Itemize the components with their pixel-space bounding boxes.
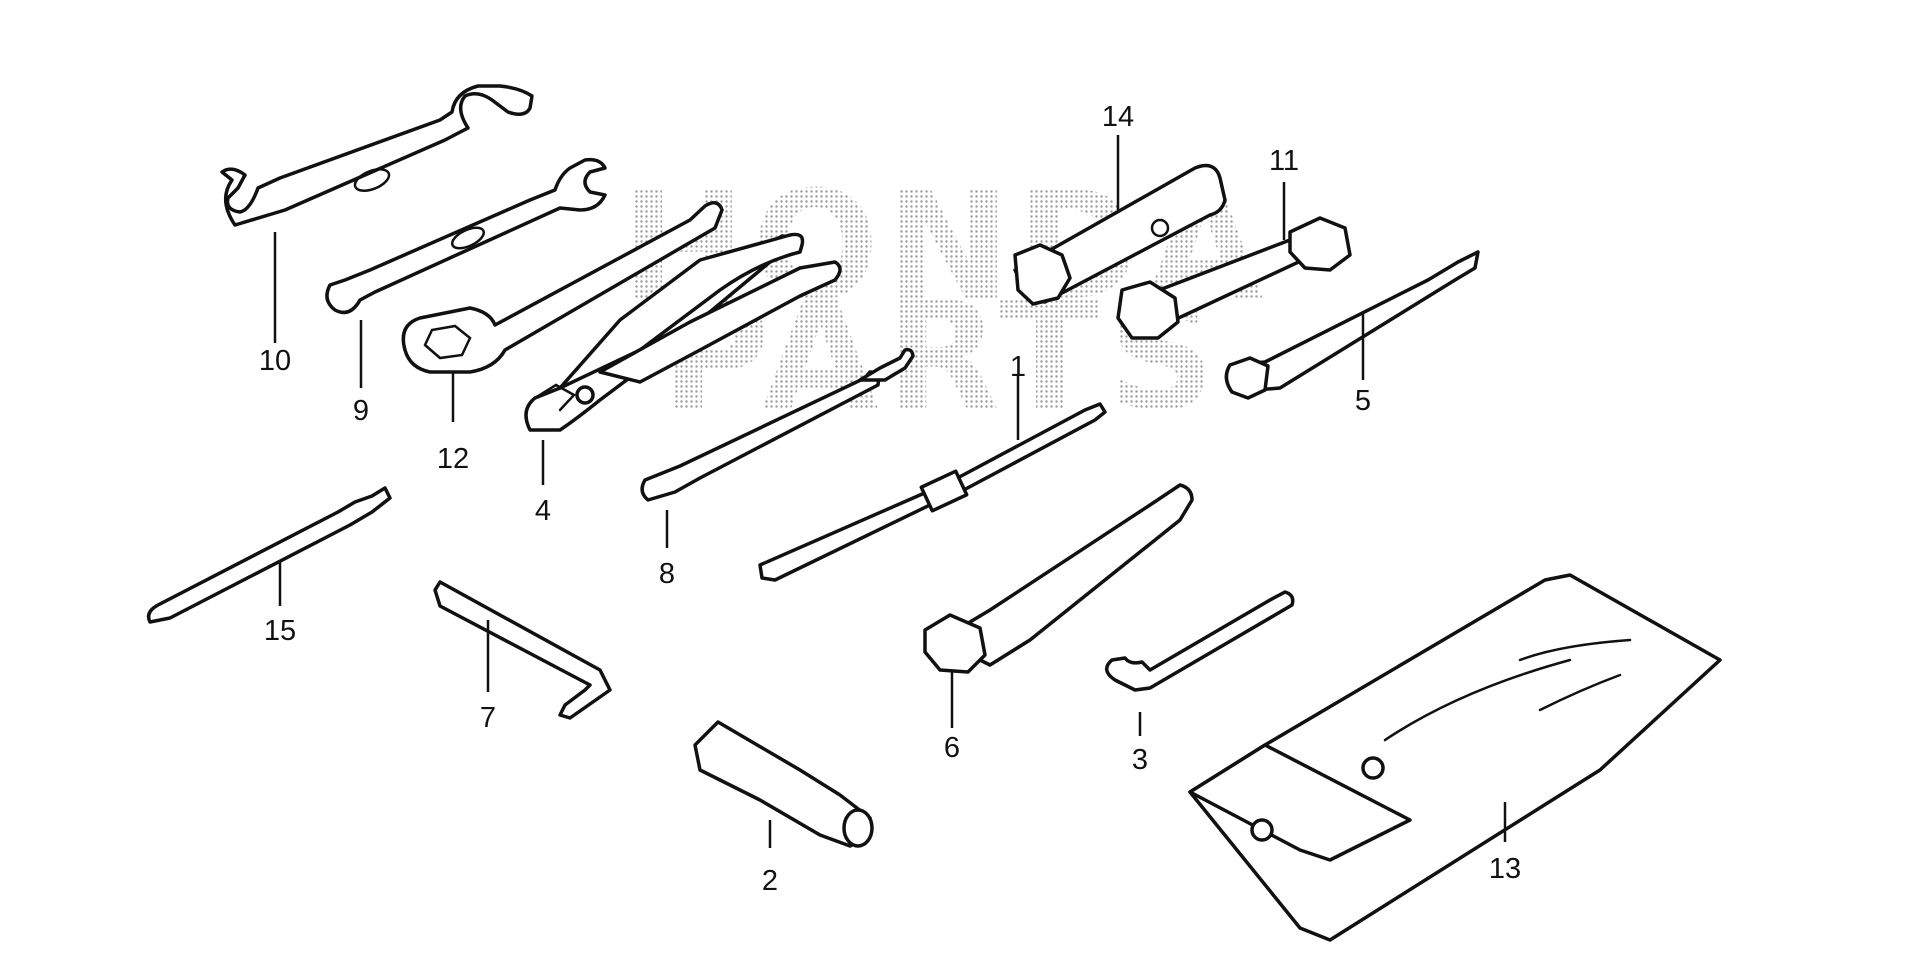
part-11-socket-wrench [1116, 216, 1352, 340]
callout-14: 14 [1102, 101, 1134, 133]
callout-15: 15 [264, 615, 296, 647]
part-9-wrench-small [325, 157, 607, 315]
part-7-hex-key [433, 580, 612, 720]
leader-lines [273, 135, 1507, 848]
part-12-box-wrench [401, 201, 724, 374]
callout-5: 5 [1355, 385, 1371, 417]
part-8-screwdriver [640, 347, 915, 502]
callout-12: 12 [437, 443, 469, 475]
part-3-small-wrench [1105, 590, 1295, 692]
part-14-plug-wrench [1013, 163, 1227, 306]
callout-labels: 1 2 3 4 5 6 7 8 9 10 11 12 13 14 15 [259, 101, 1521, 897]
callout-2: 2 [762, 865, 778, 897]
callout-11: 11 [1269, 145, 1299, 177]
callout-10: 10 [259, 345, 291, 377]
callout-8: 8 [659, 558, 675, 590]
callout-4: 4 [535, 495, 551, 527]
part-4-pliers [524, 232, 842, 432]
callout-9: 9 [353, 395, 369, 427]
part-5-hex-bar [1224, 250, 1480, 400]
part-15-screwdriver-bit [146, 486, 392, 624]
part-10-wrench-large [220, 84, 534, 227]
callout-7: 7 [480, 702, 496, 734]
part-13-tool-bag [1188, 573, 1722, 942]
part-1-combination-screwdriver [758, 402, 1107, 582]
callout-1: 1 [1010, 351, 1026, 383]
callout-13: 13 [1489, 853, 1521, 885]
part-6-spark-plug-wrench [923, 483, 1194, 674]
callout-6: 6 [944, 732, 960, 764]
part-2-socket-handle [693, 720, 874, 848]
callout-3: 3 [1132, 744, 1148, 776]
